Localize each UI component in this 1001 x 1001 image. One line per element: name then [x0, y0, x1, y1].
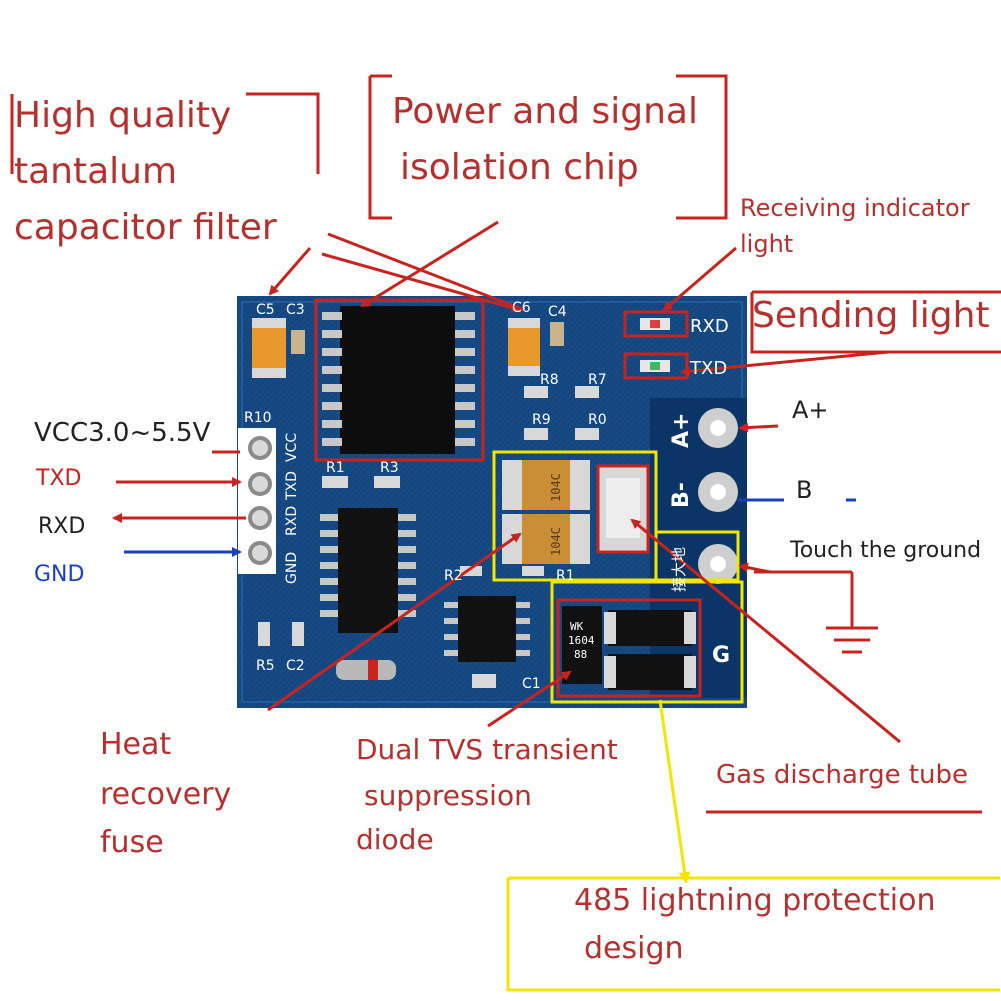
silk-term-g: G: [712, 643, 730, 668]
label-fuse-1: Heat: [100, 727, 172, 762]
silk-tvs-1: WK: [570, 620, 584, 633]
annotation-arrows: [112, 220, 901, 744]
label-vcc: VCC3.0~5.5V: [34, 418, 211, 448]
ground-symbol: [754, 570, 878, 654]
silk-c3: C3: [286, 302, 305, 318]
silk-c4: C4: [548, 304, 567, 320]
label-tvs-1: Dual TVS transient: [356, 733, 618, 766]
silk-fuse-code-2: 104C: [549, 527, 563, 556]
label-lightning-1: 485 lightning protection: [574, 883, 936, 918]
label-b: B: [796, 476, 813, 504]
label-tantalum-3: capacitor filter: [14, 207, 277, 248]
lightning-protection-highlight: [492, 450, 1000, 992]
silk-vcc: VCC: [284, 433, 300, 462]
small-resistors: [258, 386, 599, 688]
silk-gnd: GND: [284, 552, 300, 584]
silk-r7: R7: [588, 372, 607, 388]
blue-arrows: [124, 498, 856, 557]
silk-c5: C5: [256, 302, 275, 318]
silk-led-rxd: RXD: [690, 316, 729, 337]
label-isolation-2: isolation chip: [400, 147, 639, 188]
label-sending-light: Sending light: [752, 295, 990, 336]
label-tantalum-1: High quality: [14, 95, 232, 136]
label-a-plus: A+: [792, 396, 829, 424]
terminals: [698, 408, 738, 584]
label-tantalum-2: tantalum: [14, 151, 178, 192]
diode: [336, 660, 396, 680]
label-isolation-1: Power and signal: [392, 91, 698, 132]
silk-term-gnd-cn: 接大地: [670, 547, 688, 592]
label-receiving-1: Receiving indicator: [740, 194, 970, 222]
silk-term-b: B-: [669, 482, 694, 508]
silk-c6: C6: [512, 300, 531, 316]
sop8-chip: [444, 596, 530, 662]
label-fuse-3: fuse: [100, 825, 164, 860]
pin-header: [238, 428, 276, 574]
silk-c1: C1: [522, 676, 541, 692]
silk-r0: R0: [588, 412, 607, 428]
silk-txd: TXD: [284, 471, 300, 501]
tantalum-capacitor-right: [508, 318, 564, 376]
tantalum-capacitor-left: [252, 318, 305, 378]
transceiver-chip: [320, 508, 416, 633]
silk-led-txd: TXD: [689, 358, 727, 379]
label-tvs-2: suppression: [364, 779, 532, 812]
label-ground: Touch the ground: [790, 538, 982, 563]
label-rxd: RXD: [38, 514, 86, 539]
label-gas-tube: Gas discharge tube: [716, 760, 969, 790]
label-gnd: GND: [34, 562, 85, 587]
silk-r3: R3: [380, 460, 399, 476]
silk-tvs-2: 1604: [568, 634, 595, 647]
silk-r9: R9: [532, 412, 551, 428]
silk-r8: R8: [540, 372, 559, 388]
label-fuse-2: recovery: [100, 777, 232, 812]
label-txd: TXD: [36, 466, 82, 491]
label-tvs-3: diode: [356, 823, 434, 856]
silk-r1: R1: [326, 460, 345, 476]
leds: [623, 310, 689, 380]
silk-r5: R5: [256, 658, 275, 674]
silk-fuse-code-1: 104C: [549, 473, 563, 502]
isolation-chip: [314, 298, 485, 462]
silk-rxd: RXD: [284, 506, 300, 536]
silk-c2: C2: [286, 658, 305, 674]
annotation-brackets: [10, 74, 1001, 814]
silk-r2: R2: [444, 568, 463, 584]
silk-r1b: R1: [556, 568, 575, 584]
label-receiving-2: light: [740, 230, 794, 258]
silk-tvs-3: 88: [574, 648, 587, 661]
gas-discharge-tube: [596, 464, 650, 554]
silk-term-a: A+: [669, 413, 694, 448]
silk-r10: R10: [244, 410, 272, 426]
label-lightning-2: design: [584, 931, 684, 966]
